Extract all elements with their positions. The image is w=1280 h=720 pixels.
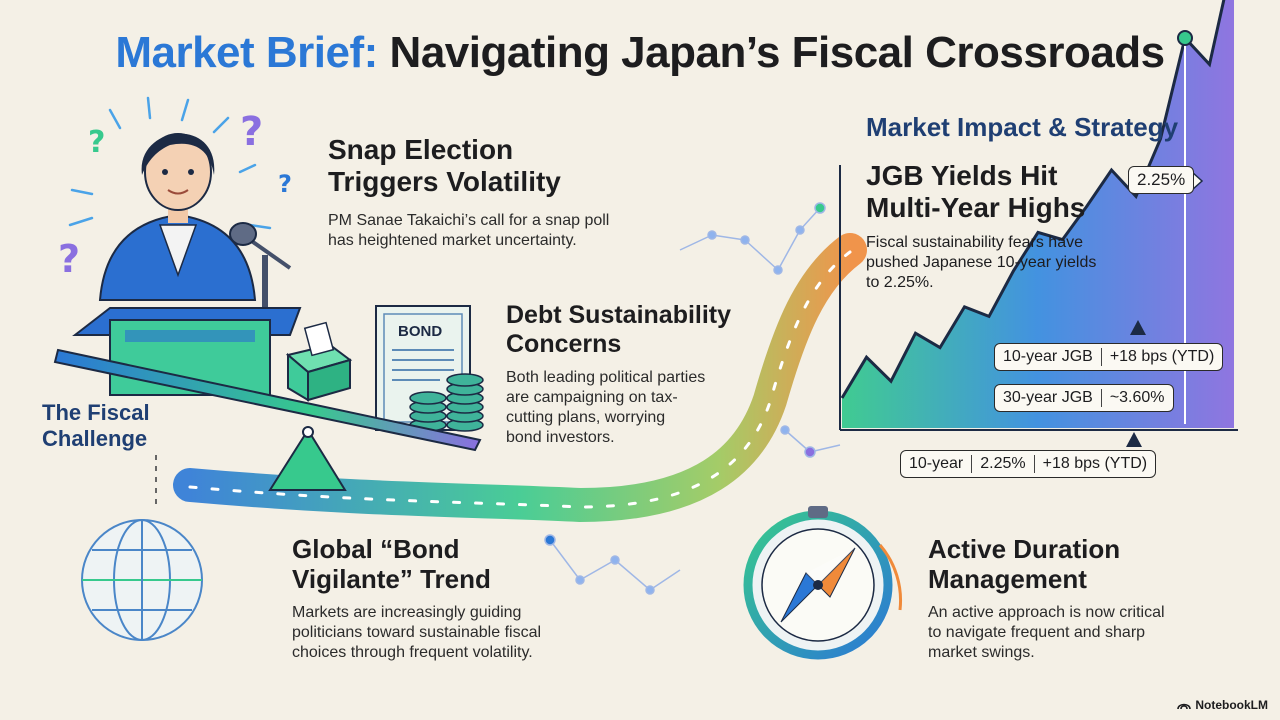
svg-text:?: ? (58, 237, 80, 281)
microphone-icon (229, 222, 292, 310)
uncertainty-marks: ? ? ? ? (58, 109, 292, 281)
duration-management-title: Active Duration Management (928, 534, 1121, 594)
tension-lines-icon (68, 96, 272, 230)
badge-value: +18 bps (YTD) (1109, 348, 1215, 365)
network-decoration (544, 202, 841, 595)
badge-value: ~3.60% (1109, 389, 1165, 406)
badge-summary: 10-year 2.25% +18 bps (YTD) (900, 450, 1157, 478)
badge-value: 2.25% (980, 455, 1026, 472)
yield-chart (839, 0, 1238, 447)
page-title: Market Brief: Navigating Japan’s Fiscal … (0, 28, 1280, 78)
fiscal-challenge-label: The Fiscal Challenge (42, 400, 150, 451)
brand-mark: NotebookLM (1177, 698, 1268, 712)
market-impact-heading: Market Impact & Strategy (866, 112, 1179, 142)
bond-vigilante-title: Global “Bond Vigilante” Trend (292, 534, 491, 594)
svg-text:?: ? (240, 109, 263, 155)
badge-30-year-jgb: 30-year JGB ~3.60% (994, 384, 1174, 412)
brand-name: NotebookLM (1195, 698, 1268, 712)
yield-area (842, 0, 1234, 428)
badge-10-year-jgb: 10-year JGB +18 bps (YTD) (994, 343, 1224, 371)
badge-label: 30-year JGB (1003, 389, 1093, 406)
chart-description: Fiscal sustainability fears have pushed … (866, 234, 1097, 291)
peak-yield-callout: 2.25% (1128, 166, 1195, 194)
badge-label: 10-year JGB (1003, 348, 1093, 365)
chart-title: JGB Yields Hit Multi-Year Highs (866, 160, 1086, 223)
title-rest: Navigating Japan’s Fiscal Crossroads (377, 28, 1166, 77)
snap-election-title: Snap Election Triggers Volatility (328, 134, 561, 197)
ballot-box-icon (285, 321, 353, 402)
bond-label: BOND (398, 323, 442, 340)
duration-management-body: An active approach is now critical to na… (928, 604, 1165, 661)
debt-concerns-body: Both leading political parties are campa… (506, 369, 706, 446)
badge-change: +18 bps (YTD) (1042, 455, 1148, 472)
notebook-logo-icon (1177, 703, 1192, 710)
badge-label: 10-year (909, 455, 964, 472)
peak-marker (1177, 30, 1193, 46)
svg-text:?: ? (88, 125, 105, 160)
debt-concerns-title: Debt Sustainability Concerns (506, 301, 732, 358)
seesaw-icon (53, 348, 482, 491)
speaker-icon (98, 133, 257, 301)
globe-icon (81, 519, 203, 641)
coin-stack-icon (409, 373, 484, 432)
yield-line (840, 0, 1226, 399)
svg-text:?: ? (278, 170, 292, 198)
snap-election-body: PM Sanae Takaichi’s call for a snap poll… (328, 212, 610, 249)
title-accent: Market Brief: (115, 28, 378, 77)
compass-icon (743, 506, 903, 660)
bond-vigilante-body: Markets are increasingly guiding politic… (292, 604, 542, 661)
